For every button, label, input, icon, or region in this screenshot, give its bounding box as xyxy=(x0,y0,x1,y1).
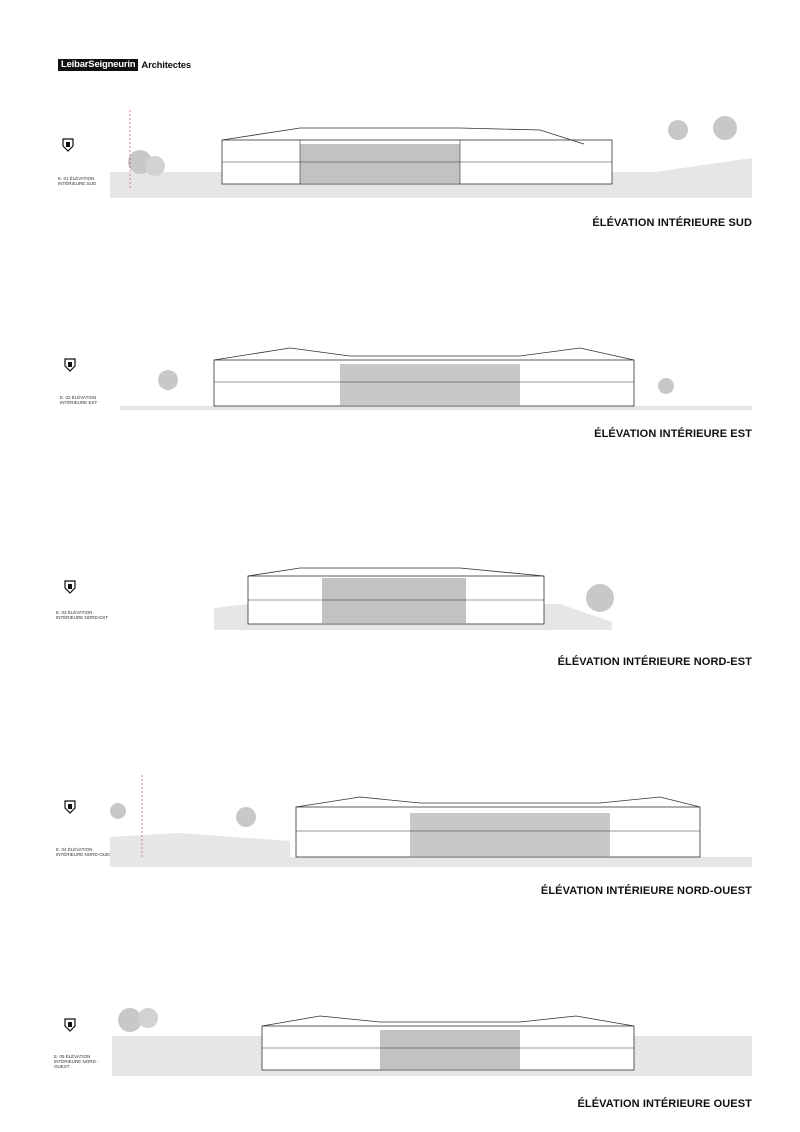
elevation-drawing xyxy=(110,110,752,198)
logo-box: LeibarSeigneurin xyxy=(58,59,139,71)
elevation-nord-ouest: E. 04 ÉLÉVATION INTÉRIEURE NORD-OUEST ÉL… xyxy=(0,775,800,905)
elevation-title: ÉLÉVATION INTÉRIEURE OUEST xyxy=(577,1098,752,1110)
elevation-drawing xyxy=(120,347,752,410)
elevation-title: ÉLÉVATION INTÉRIEURE SUD xyxy=(592,217,752,229)
elevation-title: ÉLÉVATION INTÉRIEURE NORD-EST xyxy=(557,656,752,668)
logo: LeibarSeigneurin Architectes xyxy=(58,59,191,71)
elevation-drawing xyxy=(214,567,614,630)
elevation-ouest: E. 05 ÉLÉVATION INTÉRIEURE NORD - OUEST … xyxy=(0,990,800,1120)
elevation-caption: E. 03 ÉLÉVATION INTÉRIEURE NORD-EST xyxy=(56,610,109,620)
elevation-title: ÉLÉVATION INTÉRIEURE EST xyxy=(594,428,752,440)
elevation-sud: E. 01 ÉLÉVATION INTÉRIEURE SUD ÉLÉVATION… xyxy=(0,110,800,230)
elevation-drawing xyxy=(112,1008,752,1076)
elevation-nord-est: E. 03 ÉLÉVATION INTÉRIEURE NORD-EST ÉLÉV… xyxy=(0,560,800,670)
elevation-caption: E. 01 ÉLÉVATION INTÉRIEURE SUD xyxy=(58,176,97,186)
elevation-caption: E. 05 ÉLÉVATION INTÉRIEURE NORD - OUEST xyxy=(54,1054,99,1069)
elevation-title: ÉLÉVATION INTÉRIEURE NORD-OUEST xyxy=(540,885,752,897)
elevation-drawing xyxy=(110,775,752,867)
elevation-caption: E. 02 ÉLÉVATION INTÉRIEURE EST xyxy=(60,395,98,405)
logo-suffix: Architectes xyxy=(141,59,191,71)
elevation-est: E. 02 ÉLÉVATION INTÉRIEURE EST ÉLÉVATION… xyxy=(0,340,800,450)
elevation-caption: E. 04 ÉLÉVATION INTÉRIEURE NORD-OUEST xyxy=(56,847,115,857)
